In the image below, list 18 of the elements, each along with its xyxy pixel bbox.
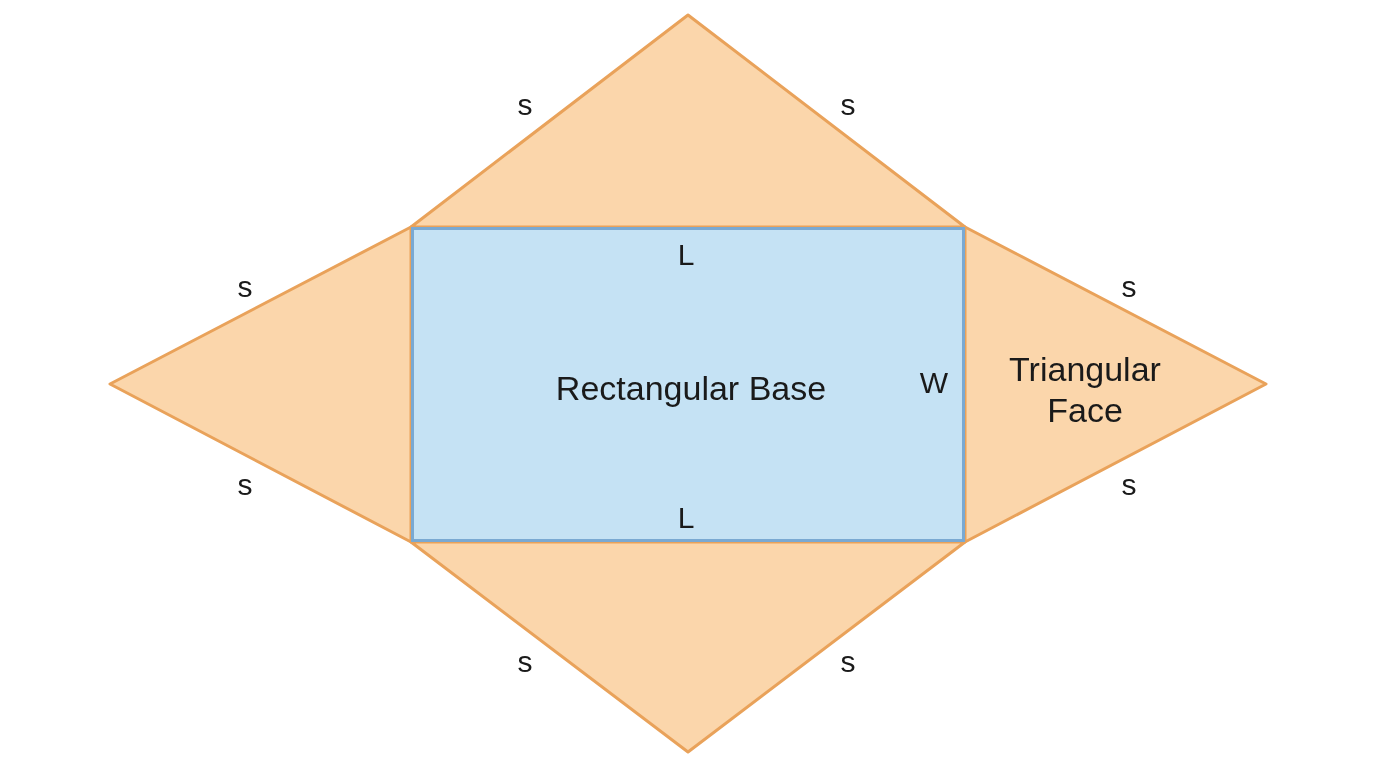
dimension-label: s [1121, 468, 1137, 502]
base-label: Rectangular Base [554, 368, 828, 409]
dimension-label: s [517, 88, 533, 122]
dimension-label: s [840, 645, 856, 679]
dimension-label: L [677, 501, 695, 535]
dimension-label: L [677, 238, 695, 272]
triangle-face [110, 227, 411, 542]
triangle-face [411, 15, 965, 227]
triangle-face [965, 227, 1266, 542]
dimension-label: s [840, 88, 856, 122]
dimension-label: s [1121, 270, 1137, 304]
dimension-label: s [517, 645, 533, 679]
dimension-label: s [237, 468, 253, 502]
dimension-label: s [237, 270, 253, 304]
face-label: Triangular Face [1008, 349, 1162, 431]
dimension-label: W [919, 366, 949, 400]
triangle-face [411, 542, 965, 752]
rectangle-base [411, 227, 965, 542]
